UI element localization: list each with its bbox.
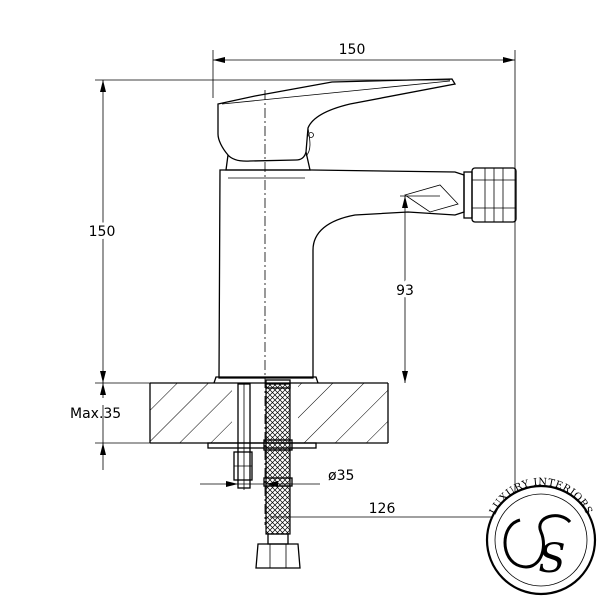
dimension-width: [212, 50, 516, 520]
deck-thickness-label: Max.35: [70, 406, 121, 422]
dimension-hole-diameter: [200, 481, 320, 487]
hole-diameter-label: ø35: [328, 468, 354, 484]
brand-logo: LUXURY INTERIORS S: [485, 477, 597, 596]
faucet-body: [213, 78, 517, 384]
mounting-hardware: [207, 379, 317, 569]
reach-label: 126: [369, 501, 396, 517]
logo-swirl-icon: [503, 514, 572, 569]
spout-height-label: 93: [396, 283, 414, 299]
dimension-spout-height: [400, 195, 440, 383]
dimension-deck-thickness: [95, 383, 150, 470]
dimension-height: [95, 79, 450, 384]
logo-monogram: S: [538, 536, 565, 582]
width-label: 150: [339, 42, 366, 58]
height-label: 150: [89, 224, 116, 240]
